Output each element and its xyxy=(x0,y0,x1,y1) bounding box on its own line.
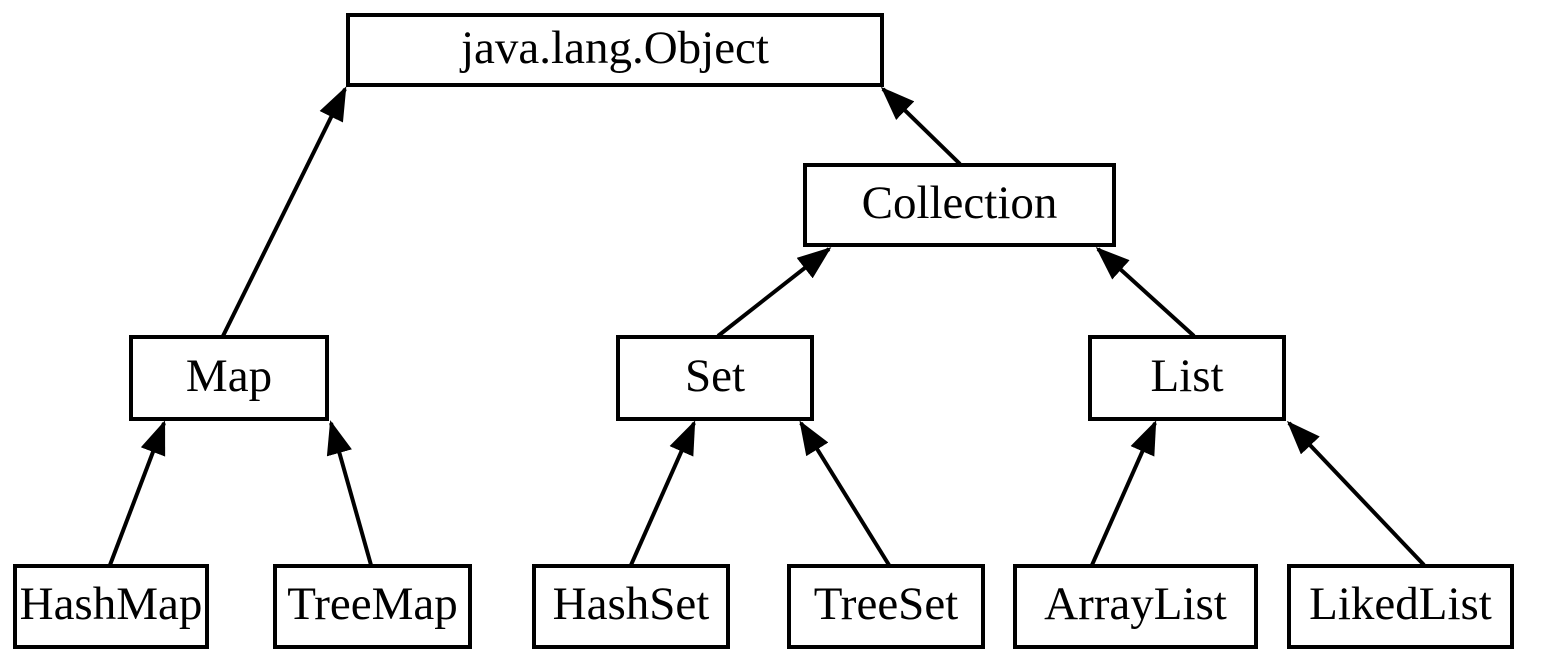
node-label-arraylist: ArrayList xyxy=(1044,578,1227,630)
edge-hashmap-to-map-arrow xyxy=(108,420,166,566)
node-arraylist: ArrayList xyxy=(1013,564,1258,649)
edge-list-to-collection-arrow xyxy=(1095,246,1196,338)
node-collection: Collection xyxy=(803,163,1116,247)
node-label-map: Map xyxy=(185,349,273,402)
node-label-set: Set xyxy=(684,349,746,402)
node-label-collection: Collection xyxy=(861,176,1058,229)
node-likedlist: LikedList xyxy=(1287,564,1514,649)
node-label-java-lang-object: java.lang.Object xyxy=(461,21,769,74)
node-label-list: List xyxy=(1150,349,1224,402)
edge-likedlist-to-list-arrow xyxy=(1286,420,1426,567)
node-label-treemap: TreeMap xyxy=(287,578,458,630)
node-label-likedlist: LikedList xyxy=(1309,578,1492,630)
node-java-lang-object: java.lang.Object xyxy=(346,13,884,87)
edge-map-to-object-arrow xyxy=(221,86,347,337)
edge-collection-to-object-arrow xyxy=(880,86,962,166)
node-label-treeset: TreeSet xyxy=(813,578,959,630)
node-treemap: TreeMap xyxy=(273,564,472,649)
node-treeset: TreeSet xyxy=(787,564,985,649)
edge-arraylist-to-list-arrow xyxy=(1090,420,1157,566)
node-hashset: HashSet xyxy=(532,564,730,649)
node-label-hashmap: HashMap xyxy=(19,578,203,630)
edge-treeset-to-set-arrow xyxy=(799,420,891,567)
edge-hashset-to-set-arrow xyxy=(629,420,696,566)
node-label-hashset: HashSet xyxy=(552,578,710,630)
edge-set-to-collection-arrow xyxy=(716,247,832,338)
node-list: List xyxy=(1088,335,1286,421)
node-set: Set xyxy=(616,335,814,421)
edge-treemap-to-map-arrow xyxy=(326,420,373,566)
node-map: Map xyxy=(129,335,329,421)
node-hashmap: HashMap xyxy=(13,564,209,649)
